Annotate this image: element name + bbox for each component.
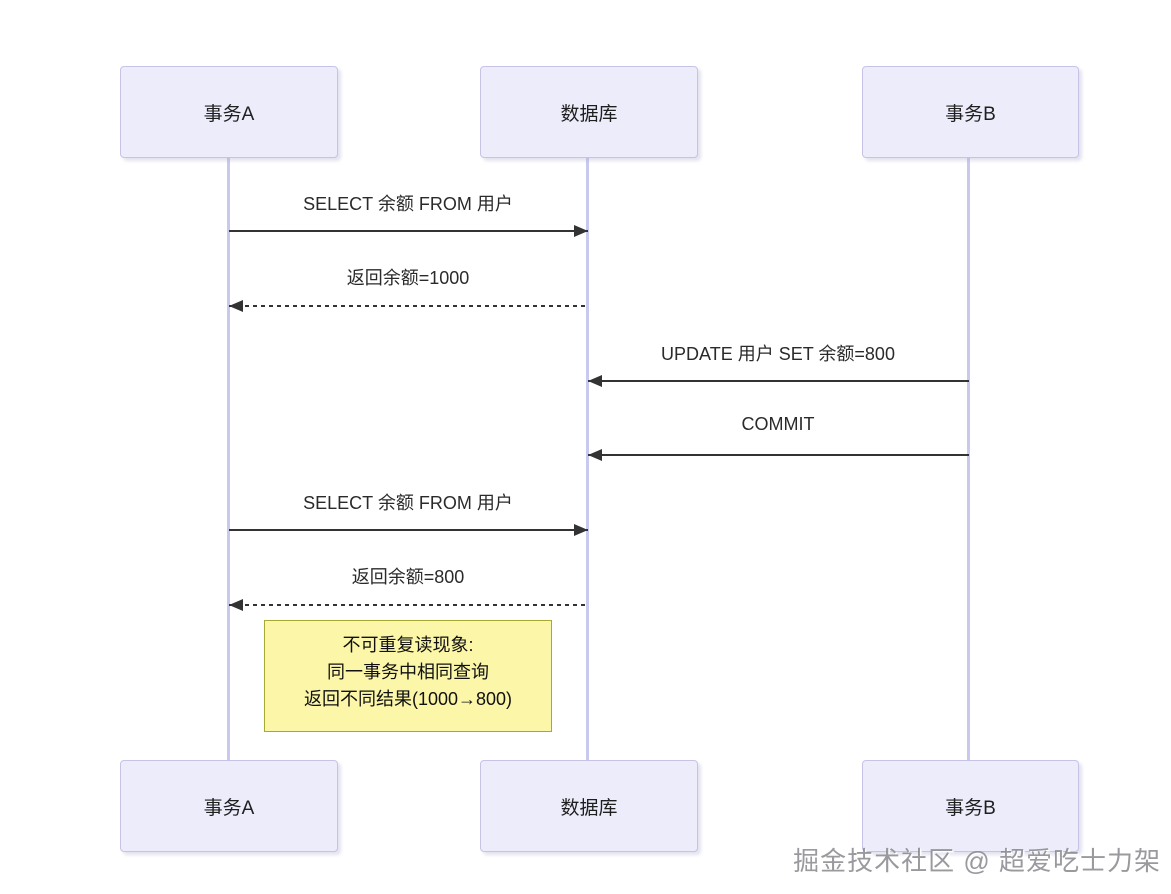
actor-label: 事务A — [203, 797, 255, 819]
actor-label: 事务B — [945, 103, 996, 125]
actor-top-transaction-b: 事务B — [862, 66, 1079, 158]
watermark-text: 掘金技术社区 @ 超爱吃士力架 — [793, 846, 1161, 876]
message-commit-line — [588, 454, 969, 456]
arrowhead-left-icon — [588, 375, 602, 387]
message-commit-label: COMMIT — [741, 414, 815, 434]
actor-label: 数据库 — [560, 797, 618, 819]
arrowhead-right-icon — [574, 225, 588, 237]
actor-label: 事务A — [203, 103, 255, 125]
message-select-2-label: SELECT 余额 FROM 用户 — [303, 493, 513, 513]
note-non-repeatable-read: 不可重复读现象: 同一事务中相同查询 返回不同结果(1000→800) — [264, 620, 552, 732]
note-line-1: 不可重复读现象: — [342, 635, 474, 655]
message-select-1-line — [229, 230, 588, 232]
actor-top-database: 数据库 — [480, 66, 698, 158]
message-return-1000-label: 返回余额=1000 — [346, 268, 470, 288]
message-select-2-line — [229, 529, 588, 531]
lifeline-transaction-b — [967, 158, 970, 760]
note-line-3: 返回不同结果(1000→800) — [303, 689, 513, 709]
message-update-label: UPDATE 用户 SET 余额=800 — [661, 344, 895, 364]
lifeline-database — [586, 158, 589, 760]
arrowhead-left-icon — [229, 599, 243, 611]
arrowhead-right-icon — [574, 524, 588, 536]
lifeline-transaction-a — [227, 158, 230, 760]
message-select-1-label: SELECT 余额 FROM 用户 — [303, 194, 513, 214]
arrowhead-left-icon — [588, 449, 602, 461]
message-return-1000-line — [229, 305, 588, 307]
actor-bottom-transaction-a: 事务A — [120, 760, 338, 852]
message-return-800-line — [229, 604, 588, 606]
message-return-800-label: 返回余额=800 — [351, 567, 465, 587]
note-line-2: 同一事务中相同查询 — [327, 662, 489, 682]
actor-label: 数据库 — [560, 103, 618, 125]
actor-bottom-database: 数据库 — [480, 760, 698, 852]
arrowhead-left-icon — [229, 300, 243, 312]
actor-top-transaction-a: 事务A — [120, 66, 338, 158]
message-update-line — [588, 380, 969, 382]
actor-label: 事务B — [945, 797, 996, 819]
actor-bottom-transaction-b: 事务B — [862, 760, 1079, 852]
